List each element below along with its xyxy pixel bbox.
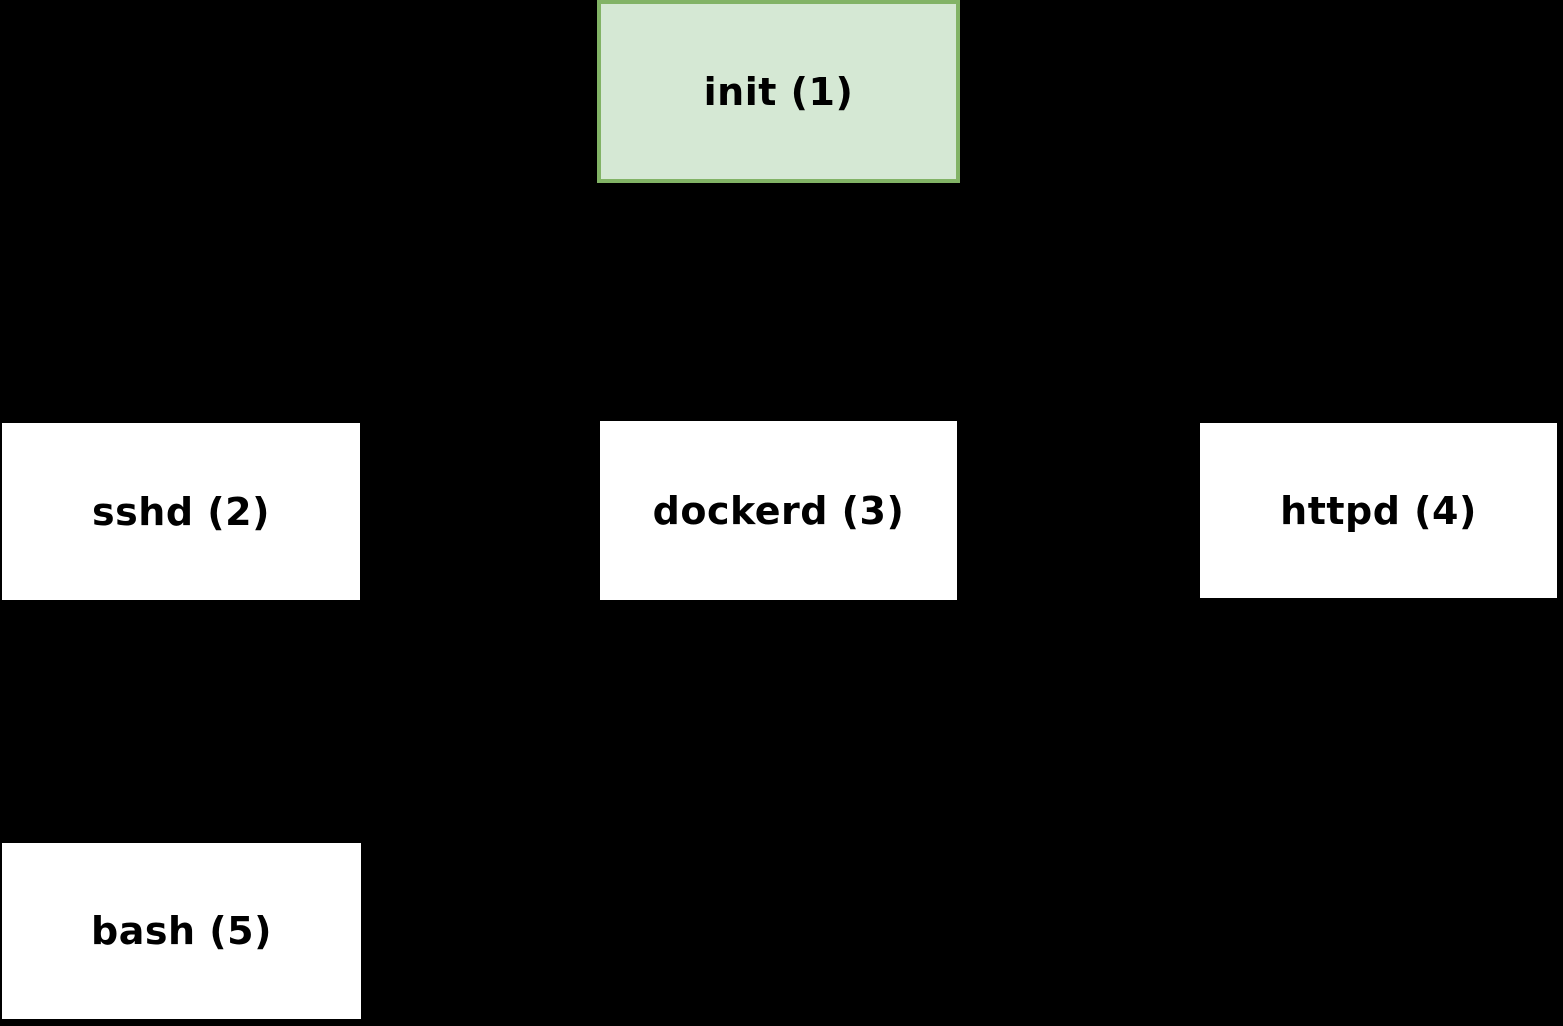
- node-bash[interactable]: bash (5): [2, 843, 361, 1019]
- node-init-label: init (1): [703, 69, 854, 114]
- node-dockerd-label: dockerd (3): [652, 488, 905, 533]
- node-dockerd[interactable]: dockerd (3): [600, 421, 957, 600]
- node-sshd-label: sshd (2): [92, 489, 270, 534]
- node-bash-label: bash (5): [91, 909, 272, 953]
- node-init[interactable]: init (1): [597, 0, 960, 183]
- node-httpd[interactable]: httpd (4): [1200, 423, 1557, 598]
- node-sshd[interactable]: sshd (2): [2, 423, 360, 600]
- node-httpd-label: httpd (4): [1280, 488, 1477, 533]
